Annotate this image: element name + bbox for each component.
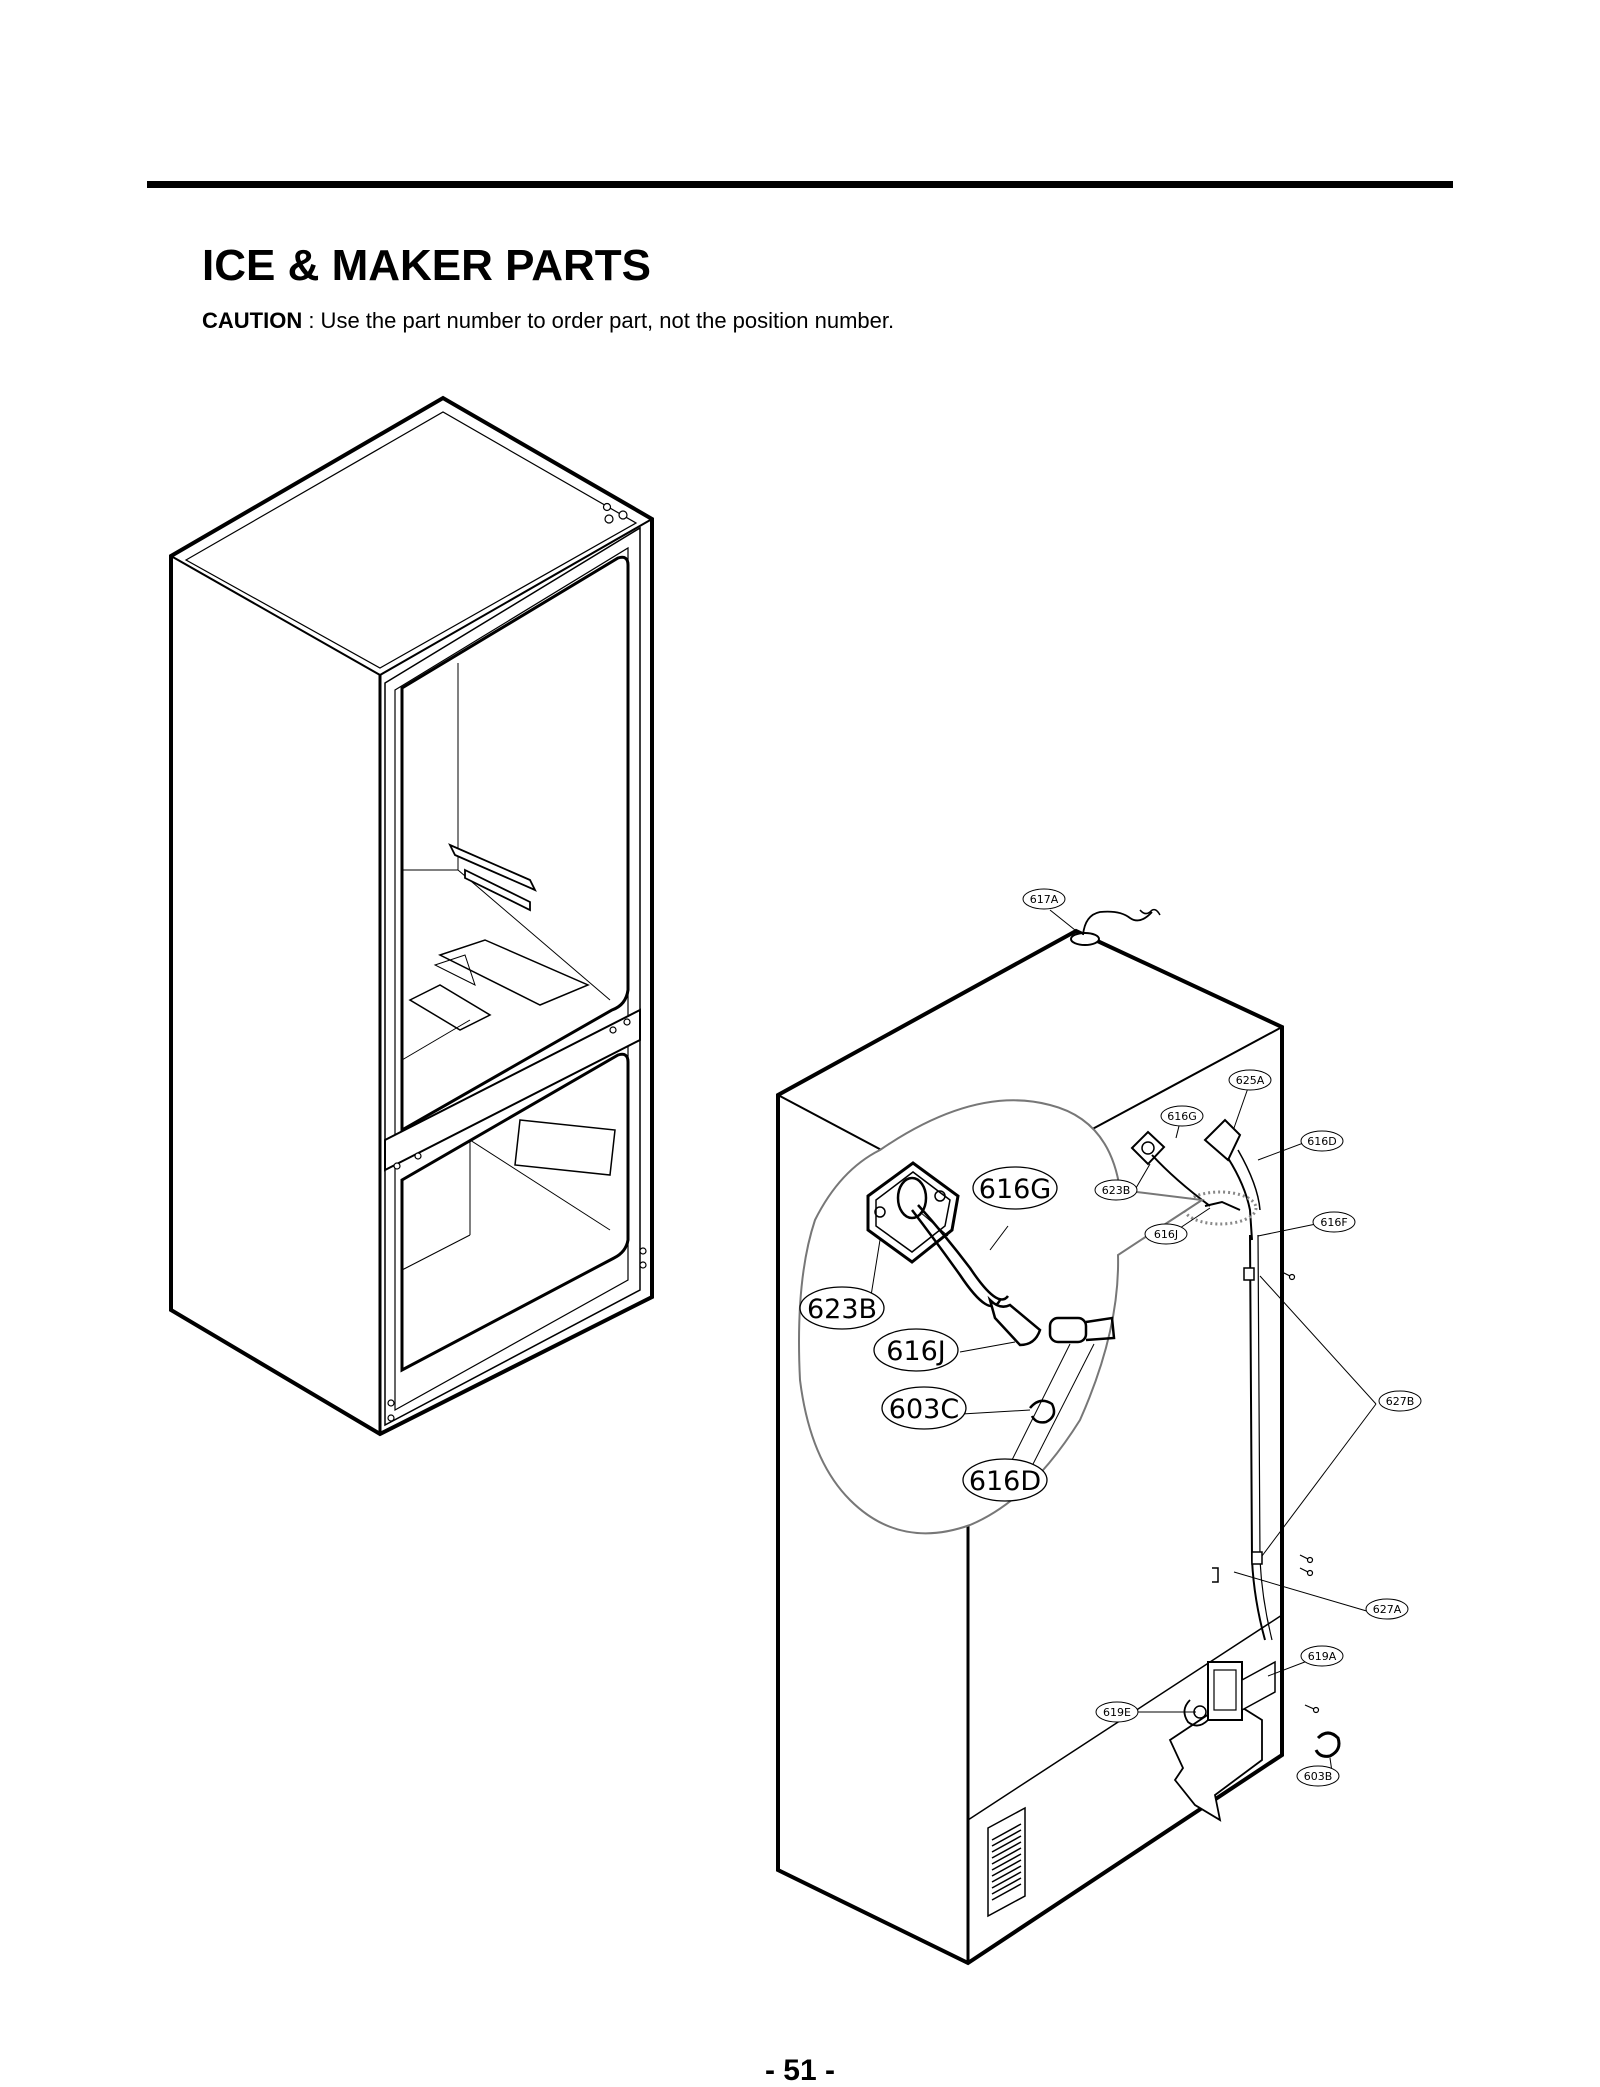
callout-616D-large: 616D: [962, 1458, 1048, 1502]
callout-text: 616J: [886, 1336, 946, 1367]
callout-616J-large: 616J: [873, 1328, 959, 1372]
caution-note: CAUTION : Use the part number to order p…: [202, 310, 894, 332]
caution-text: : Use the part number to order part, not…: [302, 308, 895, 333]
callout-619A: 619A: [1300, 1645, 1344, 1667]
page-title: ICE & MAKER PARTS: [202, 241, 651, 290]
callout-616F: 616F: [1312, 1211, 1356, 1233]
callout-text: 603C: [889, 1394, 959, 1425]
callout-603C-large: 603C: [881, 1386, 967, 1430]
callout-text: 623B: [807, 1294, 877, 1325]
leader-lines: [869, 909, 1377, 1773]
callout-616G-small: 616G: [1160, 1105, 1204, 1127]
callout-text: 619A: [1308, 1650, 1337, 1663]
callout-616J-small: 616J: [1144, 1223, 1188, 1245]
callout-text: 616F: [1320, 1216, 1347, 1229]
header-rule: [147, 181, 1453, 188]
callout-617A: 617A: [1022, 888, 1066, 910]
callout-text: 616J: [1154, 1228, 1178, 1241]
cabinet-front-view: [169, 395, 654, 1437]
callout-text: 619E: [1103, 1706, 1131, 1719]
callout-627A: 627A: [1365, 1598, 1409, 1620]
callout-616G-large: 616G: [972, 1166, 1058, 1210]
callouts: 617A 625A 616G 616D 623B 616F 616J 627B: [799, 888, 1422, 1787]
callout-text: 616D: [969, 1466, 1041, 1497]
callout-text: 625A: [1236, 1074, 1265, 1087]
callout-text: 617A: [1030, 893, 1059, 906]
callout-623B-large: 623B: [799, 1286, 885, 1330]
callout-text: 627A: [1373, 1603, 1402, 1616]
callout-627B: 627B: [1378, 1390, 1422, 1412]
callout-text: 627B: [1386, 1395, 1415, 1408]
callout-603B: 603B: [1296, 1765, 1340, 1787]
page-number: - 51 -: [764, 2054, 836, 2087]
callout-text: 616G: [979, 1174, 1051, 1205]
caution-label: CAUTION: [202, 308, 303, 333]
callout-616D-small: 616D: [1300, 1130, 1344, 1152]
callout-623B-small: 623B: [1094, 1179, 1138, 1201]
callout-text: 616G: [1167, 1110, 1197, 1123]
callout-625A: 625A: [1228, 1069, 1272, 1091]
callout-text: 616D: [1307, 1135, 1336, 1148]
callout-text: 623B: [1102, 1184, 1131, 1197]
callout-619E: 619E: [1095, 1701, 1139, 1723]
callout-text: 603B: [1304, 1770, 1333, 1783]
